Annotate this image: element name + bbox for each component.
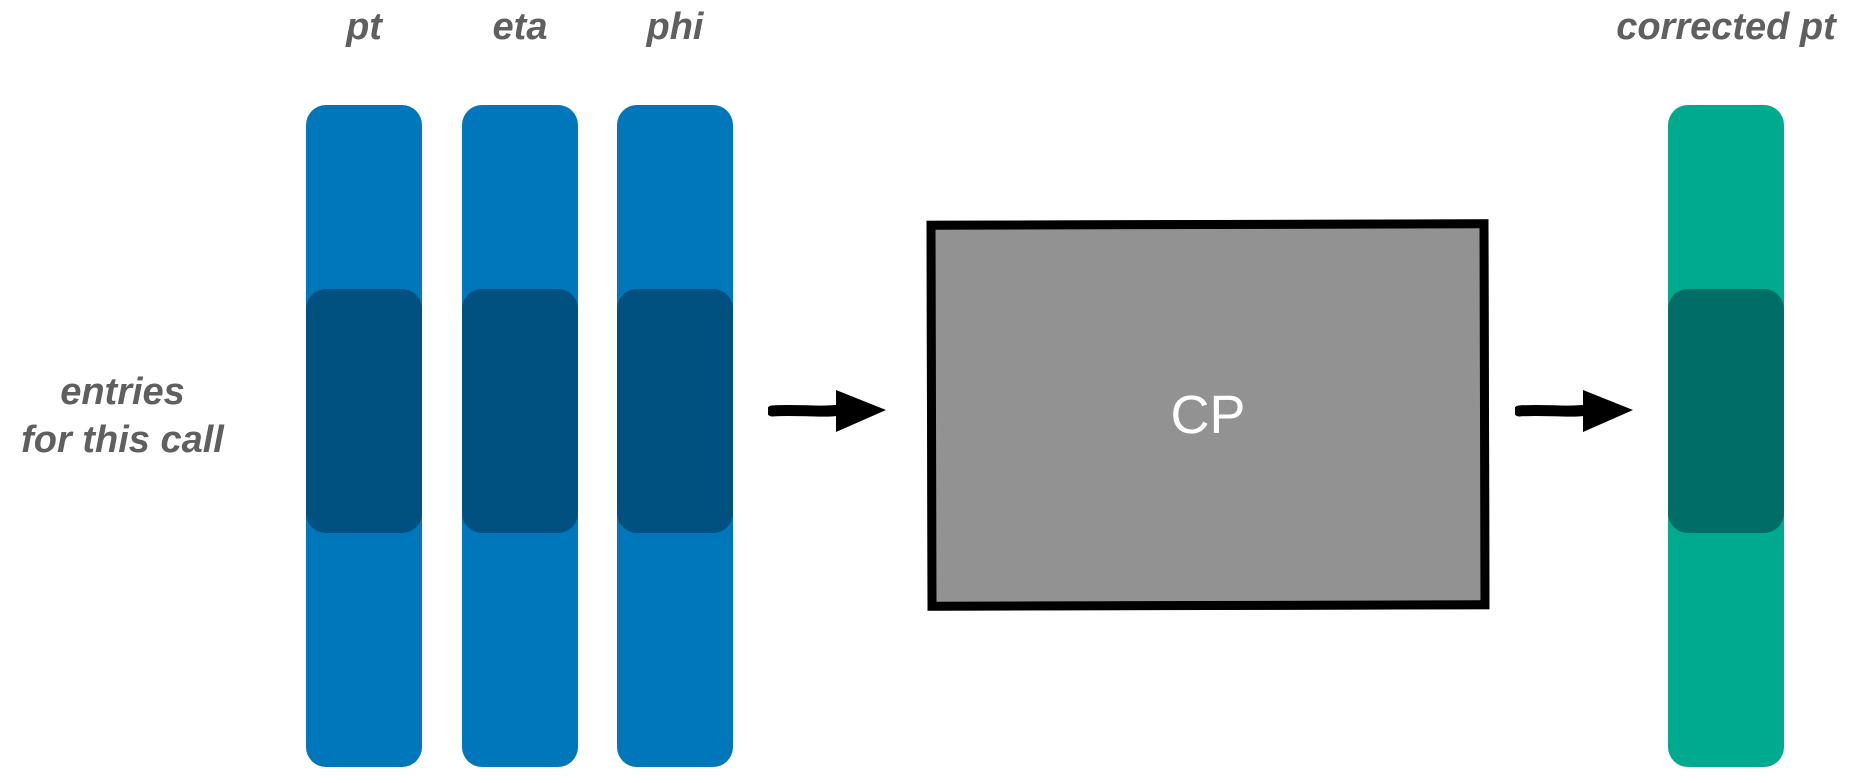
phi-column bbox=[617, 105, 733, 767]
corrected-pt-selected-entries bbox=[1668, 289, 1784, 533]
pt-selected-entries bbox=[306, 289, 422, 533]
entries-label: entries for this call bbox=[0, 368, 245, 464]
corrected-pt-column bbox=[1668, 105, 1784, 767]
cp-label: CP bbox=[1170, 384, 1246, 446]
eta-label: eta bbox=[492, 6, 548, 48]
corrected-pt-label: corrected pt bbox=[1616, 6, 1836, 48]
cp-processor-box: CP bbox=[926, 219, 1490, 611]
input-arrow-icon bbox=[768, 390, 886, 432]
entries-label-line2: for this call bbox=[21, 419, 224, 461]
entries-label-line1: entries bbox=[60, 371, 185, 413]
pt-label: pt bbox=[346, 6, 382, 48]
phi-selected-entries bbox=[617, 289, 733, 533]
eta-selected-entries bbox=[462, 289, 578, 533]
pt-column bbox=[306, 105, 422, 767]
eta-column bbox=[462, 105, 578, 767]
phi-label: phi bbox=[646, 6, 704, 48]
output-arrow-icon bbox=[1515, 390, 1633, 432]
